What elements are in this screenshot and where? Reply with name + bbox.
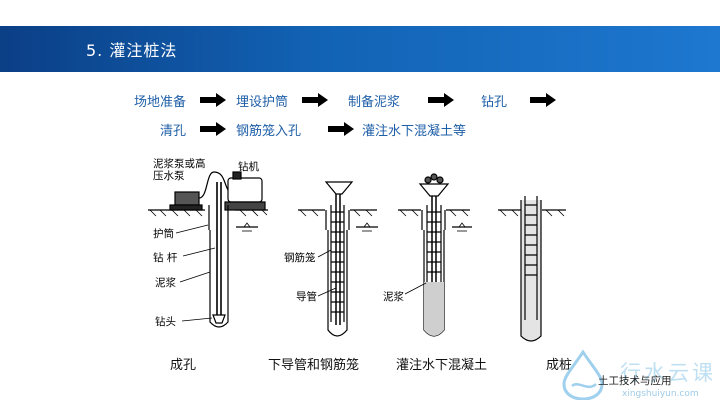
caption-drilling: 成孔 [170, 358, 197, 373]
right-arrow-icon [200, 93, 226, 107]
water-drop-logo-icon [562, 350, 604, 400]
figure-finished-pile [498, 196, 566, 342]
caption-pouring: 灌注水下混凝土 [396, 358, 488, 373]
label-casing: 护筒 [153, 228, 174, 240]
figure-pouring [398, 173, 472, 337]
watermark-url: xingshuiyun.com [622, 389, 699, 399]
figure-drilling [148, 171, 268, 328]
label-pump: 泥浆泵或高压水泵 [153, 158, 206, 182]
step-pour: 灌注水下混凝土等 [362, 124, 467, 139]
label-cage: 钢筋笼 [284, 252, 316, 264]
step-site-prep: 场地准备 [134, 95, 187, 110]
label-guide-pipe: 导管 [296, 291, 317, 303]
label-mud-left: 泥浆 [155, 277, 176, 289]
right-arrow-icon [328, 122, 354, 136]
watermark-subtitle: 土工技术与应用 [598, 375, 672, 387]
right-arrow-icon [530, 93, 556, 107]
figure-cage-pipe [298, 181, 378, 337]
title-banner: 5. 灌注桩法 [0, 26, 720, 72]
caption-finished: 成桩 [546, 358, 573, 373]
label-mud-right: 泥浆 [383, 291, 404, 303]
right-arrow-icon [200, 122, 226, 136]
watermark-brand: 行水云课 [620, 361, 716, 385]
step-clean: 清孔 [160, 124, 187, 139]
step-drill: 钻孔 [481, 95, 508, 110]
label-drill-bit: 钻头 [155, 316, 176, 328]
right-arrow-icon [302, 93, 328, 107]
label-drill-rod: 钻 杆 [153, 252, 178, 264]
right-arrow-icon [428, 93, 454, 107]
step-cage: 钢筋笼入孔 [236, 124, 302, 139]
label-drill-rig: 钻机 [238, 161, 259, 173]
slide-title: 5. 灌注桩法 [86, 41, 178, 60]
step-mud: 制备泥浆 [348, 95, 401, 110]
caption-cage-pipe: 下导管和钢筋笼 [268, 358, 360, 373]
step-casing: 埋设护筒 [236, 95, 289, 110]
